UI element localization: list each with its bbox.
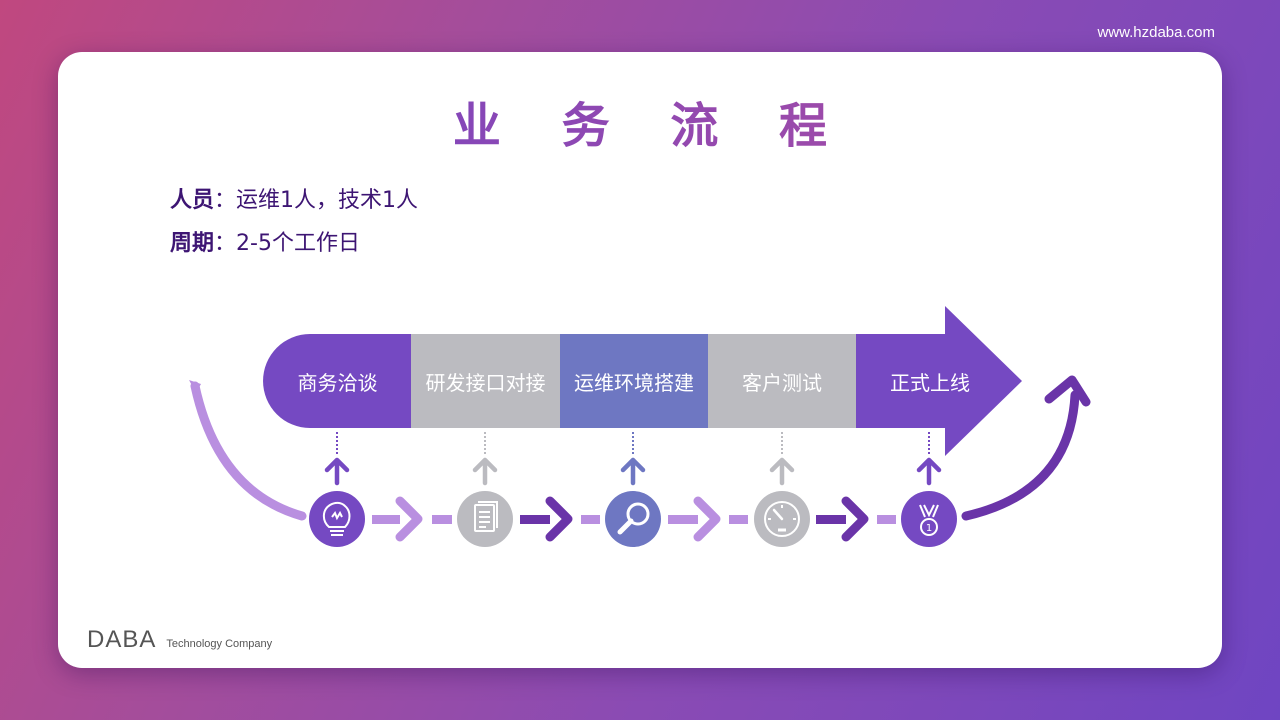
info-staff-value: 运维1人，技术1人	[236, 188, 419, 213]
arrow-segment-5-head	[856, 306, 1022, 456]
info-period-value: 2-5个工作日	[236, 231, 360, 256]
dash	[432, 515, 452, 524]
dash	[520, 515, 550, 524]
up-arrow-icon	[324, 457, 350, 486]
arrow-segment-2	[411, 334, 560, 428]
document-icon	[474, 501, 498, 532]
chevron-arrow-icon	[693, 496, 721, 542]
step-icon-4	[754, 491, 810, 547]
svg-text:1: 1	[926, 523, 932, 534]
info-period-label: 周期	[170, 231, 215, 256]
dash	[816, 515, 846, 524]
flow-arrows	[372, 496, 896, 542]
gauge-icon	[764, 501, 800, 537]
step-icon-5: 1	[901, 491, 957, 547]
incoming-curve-tip	[189, 380, 201, 393]
step-icon-2	[457, 491, 513, 547]
dash	[581, 515, 600, 524]
up-arrow-icon	[472, 457, 498, 486]
dash	[877, 515, 896, 524]
arrow-segment-4	[708, 334, 856, 428]
outgoing-arrowhead	[1044, 375, 1091, 407]
step-label-4: 客户测试	[742, 370, 822, 395]
step-icon-1	[309, 491, 365, 547]
info-staff: 人员：运维1人，技术1人	[170, 182, 418, 214]
chevron-arrow-icon	[395, 496, 423, 542]
up-arrow-icon	[916, 457, 942, 486]
medal-icon: 1	[919, 504, 939, 536]
brand-logo-text: DABA	[87, 626, 157, 653]
arrow-segment-1	[263, 334, 411, 428]
arrow-segment-3	[560, 334, 708, 428]
dash	[729, 515, 748, 524]
outgoing-curve	[961, 390, 1080, 521]
info-staff-sep: ：	[214, 188, 237, 213]
step-label-2: 研发接口对接	[425, 370, 546, 395]
step-label-1: 商务洽谈	[297, 370, 378, 395]
step-label-3: 运维环境搭建	[574, 370, 694, 395]
page-title: 业 务 流 程	[0, 86, 1280, 156]
up-arrow-icon	[620, 457, 646, 486]
step-label-5: 正式上线	[890, 370, 970, 395]
info-staff-label: 人员	[170, 188, 215, 213]
chevron-arrow-icon	[841, 496, 869, 542]
incoming-curve	[190, 381, 307, 521]
brand-tagline: Technology Company	[166, 638, 273, 650]
info-period: 周期：2-5个工作日	[170, 225, 360, 257]
chevron-arrow-icon	[545, 496, 573, 542]
info-period-sep: ：	[214, 231, 237, 256]
dash	[372, 515, 400, 524]
step-icon-3	[605, 491, 661, 547]
up-arrow-icon	[769, 457, 795, 486]
website-url: www.hzdaba.com	[1097, 24, 1215, 41]
magnifier-icon	[617, 502, 650, 535]
brand-footer: DABA Technology Company	[87, 626, 272, 654]
dash	[668, 515, 698, 524]
lightbulb-icon	[322, 501, 351, 536]
